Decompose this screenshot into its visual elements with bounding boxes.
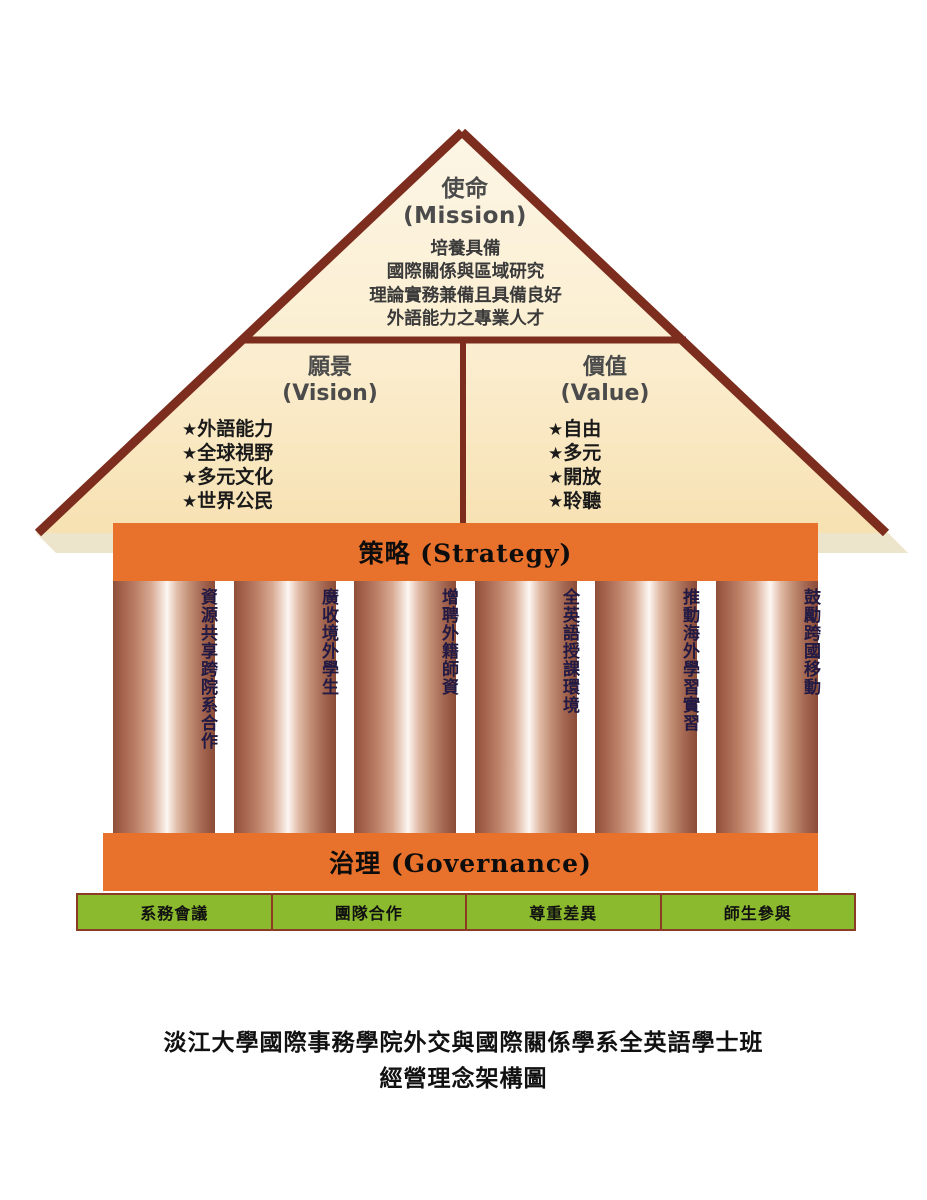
- star-icon: ★: [548, 420, 564, 440]
- value-item-label: 自由: [563, 418, 602, 440]
- strategy-column-label: 推動海外學習實習: [679, 588, 699, 732]
- vision-item: ★全球視野: [182, 442, 273, 466]
- star-icon: ★: [182, 467, 198, 488]
- star-icon: ★: [182, 443, 198, 464]
- value-heading: 價值(Value): [480, 355, 730, 407]
- strategy-column-label: 廣收境外學生: [318, 588, 338, 696]
- strategy-column: 廣收境外學生: [234, 581, 338, 833]
- roof-triangle: [36, 130, 888, 533]
- strategy-column-label: 鼓勵跨國移動: [800, 588, 820, 696]
- star-icon: ★: [182, 420, 198, 440]
- governance-box-row: 系務會議 團隊合作 尊重差異 師生參與: [76, 893, 856, 931]
- governance-box-label: 尊重差異: [529, 904, 598, 923]
- vision-item-label: 全球視野: [197, 441, 274, 464]
- vision-item: ★外語能力: [182, 418, 273, 442]
- value-item: ★多元: [548, 442, 601, 466]
- roof-outline-right: [458, 128, 890, 537]
- governance-label: 治理 (Governance): [329, 849, 592, 878]
- strategy-columns: 資源共享跨院系合作 廣收境外學生 增聘外籍師資 全英語授課環境 推動海外學習實習…: [113, 581, 820, 833]
- star-icon: ★: [548, 467, 564, 488]
- value-item: ★自由: [548, 418, 601, 442]
- mission-title-zh: 使命: [441, 176, 489, 202]
- star-icon: ★: [548, 443, 564, 464]
- diagram-caption: 淡江大學國際事務學院外交與國際關係學系全英語學士班 經營理念架構圖: [163, 1029, 764, 1092]
- vision-item-label: 外語能力: [197, 418, 274, 440]
- strategy-column: 推動海外學習實習: [595, 581, 699, 833]
- mission-title-en: (Mission): [403, 203, 527, 230]
- governance-box: 團隊合作: [270, 893, 467, 931]
- strategy-label: 策略 (Strategy): [358, 539, 573, 568]
- governance-box-label: 師生參與: [723, 904, 792, 923]
- strategy-column-label: 增聘外籍師資: [438, 588, 458, 696]
- vision-item-label: 多元文化: [197, 465, 274, 488]
- value-item-label: 開放: [563, 465, 602, 488]
- vision-bullet-list: ★外語能力 ★全球視野 ★多元文化 ★世界公民: [182, 418, 273, 514]
- vision-heading: 願景(Vision): [205, 355, 455, 407]
- vision-title-zh: 願景: [307, 355, 352, 380]
- strategy-bar: 策略 (Strategy): [113, 523, 818, 581]
- star-icon: ★: [548, 491, 564, 512]
- strategy-column-label: 全英語授課環境: [559, 588, 579, 714]
- strategy-column: 增聘外籍師資: [354, 581, 458, 833]
- strategy-column: 全英語授課環境: [475, 581, 579, 833]
- roof-shadow-right: [820, 533, 908, 553]
- vision-item: ★多元文化: [182, 466, 273, 490]
- value-title-en: (Value): [560, 380, 650, 406]
- value-item: ★聆聽: [548, 490, 601, 514]
- roof-group: 使命(Mission) 培養具備 國際關係與區域研究 理論實務兼備且具備良好 外…: [34, 128, 908, 553]
- value-item-label: 多元: [563, 441, 602, 464]
- value-item-label: 聆聽: [563, 489, 602, 512]
- governance-box: 尊重差異: [465, 893, 662, 931]
- value-title-zh: 價值: [582, 355, 627, 380]
- mission-body: 培養具備 國際關係與區域研究 理論實務兼備且具備良好 外語能力之專業人才: [369, 239, 562, 329]
- vision-title-en: (Vision): [282, 380, 378, 406]
- strategy-column: 鼓勵跨國移動: [716, 581, 820, 833]
- governance-box: 系務會議: [76, 893, 273, 931]
- strategy-column-label: 資源共享跨院系合作: [197, 588, 217, 750]
- mission-heading: 使命(Mission): [300, 176, 630, 230]
- value-item: ★開放: [548, 466, 601, 490]
- value-bullet-list: ★自由 ★多元 ★開放 ★聆聽: [548, 418, 601, 514]
- governance-bar: 治理 (Governance): [103, 833, 818, 891]
- vision-item-label: 世界公民: [197, 489, 274, 512]
- strategy-column: 資源共享跨院系合作: [113, 581, 217, 833]
- roof-outline-left: [34, 128, 466, 537]
- vision-item: ★世界公民: [182, 490, 273, 514]
- governance-box-label: 團隊合作: [334, 904, 403, 923]
- governance-box: 師生參與: [659, 893, 856, 931]
- governance-box-label: 系務會議: [140, 904, 209, 923]
- star-icon: ★: [182, 491, 198, 512]
